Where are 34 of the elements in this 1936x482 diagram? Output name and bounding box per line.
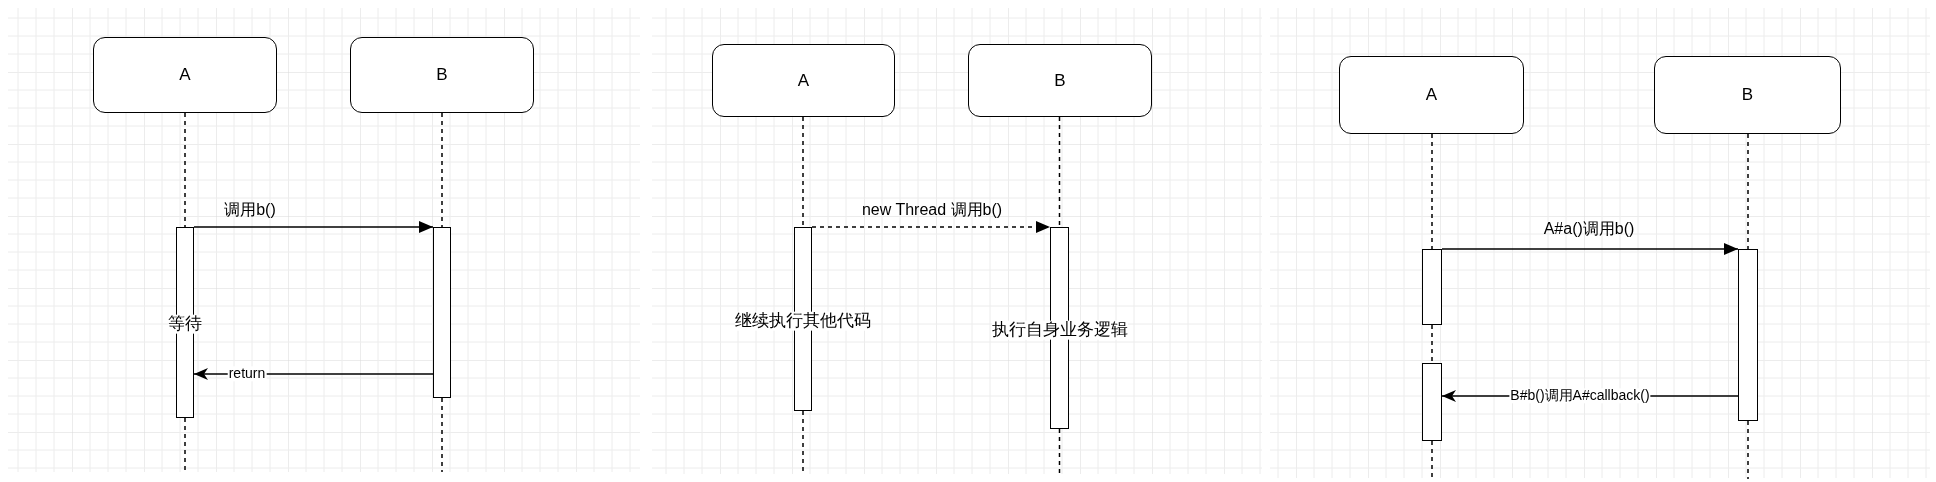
participant-name: B (1741, 85, 1754, 105)
participant-box (1339, 56, 1524, 134)
edge-label: new Thread 调用b() (861, 201, 1003, 219)
lifeline (184, 112, 186, 228)
annotation-text: 继续执行其他代码 (735, 311, 871, 331)
participant-box (1654, 56, 1841, 134)
message-arrow (811, 221, 1051, 233)
lifeline (1431, 324, 1433, 364)
lifeline (441, 112, 443, 228)
annotation-text: 执行自身业务逻辑 (991, 320, 1128, 340)
edge-label: 调用b() (224, 201, 276, 219)
lifeline (802, 116, 804, 228)
lifeline (1431, 133, 1433, 250)
participant-box (93, 37, 277, 113)
annotation-text: 等待 (168, 314, 202, 334)
edge-label: B#b()调用A#callback() (1509, 388, 1651, 404)
participant-box (350, 37, 534, 113)
activation-bar (1422, 249, 1442, 325)
participant-box (712, 44, 895, 117)
participant-name: A (1425, 85, 1438, 105)
activation-bar (433, 227, 451, 398)
participant-name: A (797, 70, 810, 91)
message-arrow (1441, 243, 1739, 255)
participant-name: B (436, 65, 448, 85)
message-arrow (193, 221, 434, 233)
participant-name: A (179, 65, 191, 85)
activation-bar (1738, 249, 1758, 421)
edge-label: return (227, 366, 267, 382)
edge-label: A#a()调用b() (1543, 220, 1635, 238)
participant-name: B (1054, 70, 1066, 91)
lifeline (1747, 133, 1749, 250)
lifeline (1058, 116, 1061, 228)
participant-box (968, 44, 1152, 117)
activation-bar (1422, 363, 1442, 441)
